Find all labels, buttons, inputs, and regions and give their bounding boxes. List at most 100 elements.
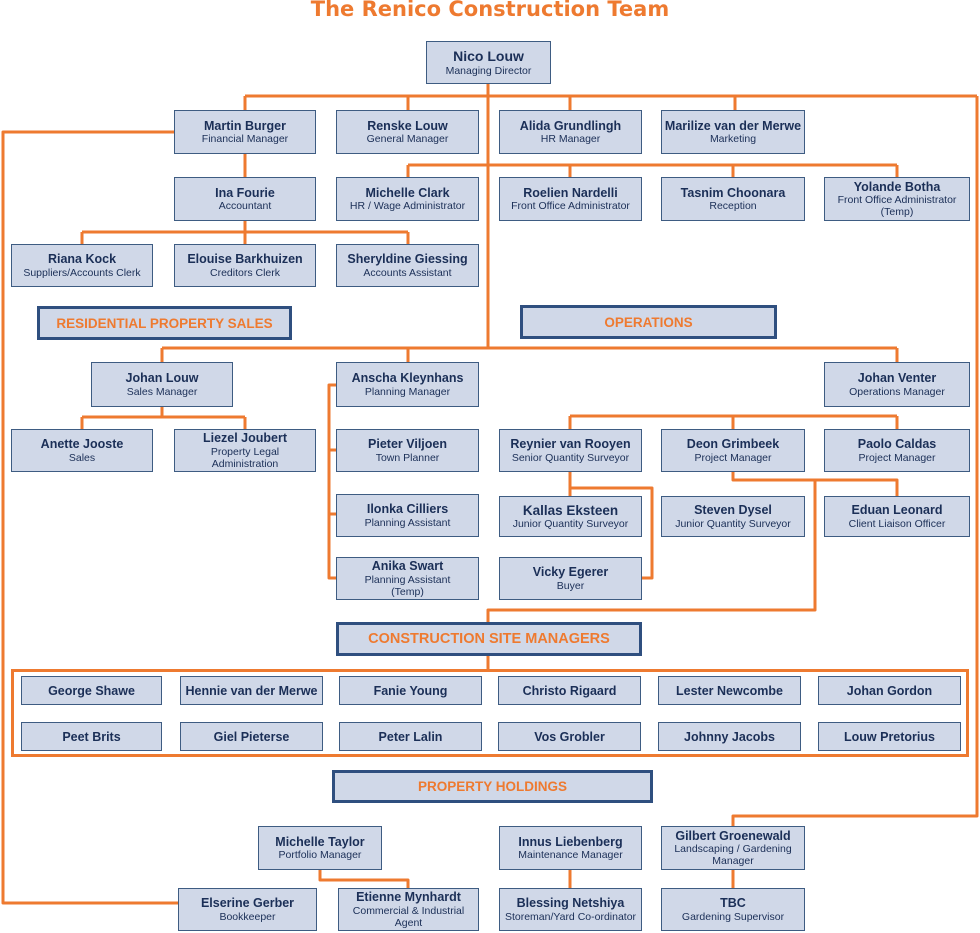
node-name: Pieter Viljoen [368, 437, 447, 452]
node-name: Innus Liebenberg [518, 834, 623, 849]
node-elserine-gerber: Elserine Gerber Bookkeeper [178, 888, 317, 931]
node-role: Sales [68, 451, 96, 464]
node-vicky-egerer: Vicky Egerer Buyer [499, 557, 642, 600]
site-manager: Louw Pretorius [818, 722, 961, 751]
node-johan-venter: Johan Venter Operations Manager [824, 362, 970, 407]
node-role: Front Office Administrator [511, 200, 630, 213]
site-manager: Hennie van der Merwe [180, 676, 323, 705]
node-role: Marketing [709, 133, 757, 146]
chart-title: The Renico Construction Team [310, 0, 670, 21]
node-martin-burger: Martin Burger Financial Manager [174, 110, 316, 154]
node-name: Anscha Kleynhans [351, 371, 464, 386]
node-role: Town Planner [375, 451, 440, 464]
node-name: Marilize van der Merwe [664, 118, 802, 133]
node-role: Planning Assistant [364, 516, 451, 529]
site-manager: George Shawe [21, 676, 162, 705]
node-name: Vicky Egerer [532, 565, 609, 580]
node-riana-kock: Riana Kock Suppliers/Accounts Clerk [11, 244, 153, 287]
node-role: Managing Director [445, 64, 532, 77]
node-tbc: TBC Gardening Supervisor [661, 888, 805, 931]
node-reynier-van-rooyen: Reynier van Rooyen Senior Quantity Surve… [499, 429, 642, 472]
site-manager: Giel Pieterse [180, 722, 323, 751]
node-name: Anika Swart [371, 559, 444, 574]
node-name: Anette Jooste [40, 437, 124, 452]
node-name: Sheryldine Giessing [347, 252, 468, 267]
node-role: Suppliers/Accounts Clerk [23, 266, 141, 279]
node-tasnim-choonara: Tasnim Choonara Reception [661, 177, 805, 221]
node-role: Planning Assistant (Temp) [364, 573, 451, 598]
site-manager: Vos Grobler [498, 722, 641, 751]
node-pieter-viljoen: Pieter Viljoen Town Planner [336, 429, 479, 472]
node-name: Ilonka Cilliers [366, 502, 449, 517]
node-sheryldine-giessing: Sheryldine Giessing Accounts Assistant [336, 244, 479, 287]
node-name: Eduan Leonard [851, 503, 943, 518]
node-role: Junior Quantity Surveyor [675, 517, 791, 530]
node-anette-jooste: Anette Jooste Sales [11, 429, 153, 472]
site-managers-frame [11, 669, 969, 757]
node-name: Kallas Eksteen [522, 502, 619, 518]
site-manager: Fanie Young [339, 676, 482, 705]
node-role: Reception [709, 200, 757, 213]
node-yolande-botha: Yolande Botha Front Office Administrator… [824, 177, 970, 221]
node-anika-swart: Anika Swart Planning Assistant (Temp) [336, 557, 479, 600]
site-manager: Lester Newcombe [658, 676, 801, 705]
node-role: HR / Wage Administrator [349, 200, 466, 213]
node-ilonka-cilliers: Ilonka Cilliers Planning Assistant [336, 494, 479, 537]
section-property-holdings: PROPERTY HOLDINGS [332, 770, 653, 803]
node-name: Johan Venter [857, 371, 937, 386]
section-residential-property-sales: RESIDENTIAL PROPERTY SALES [37, 306, 292, 340]
node-name: TBC [720, 896, 746, 911]
node-name: Tasnim Choonara [680, 185, 786, 200]
node-eduan-leonard: Eduan Leonard Client Liaison Officer [824, 496, 970, 537]
node-anscha-kleynhans: Anscha Kleynhans Planning Manager [336, 362, 479, 407]
node-name: Riana Kock [47, 252, 117, 267]
node-johan-louw: Johan Louw Sales Manager [91, 362, 233, 407]
node-role: Accountant [218, 200, 272, 213]
node-name: Yolande Botha [853, 179, 941, 194]
node-role: Junior Quantity Surveyor [512, 518, 629, 531]
node-role: Accounts Assistant [363, 266, 452, 279]
node-alida-grundlingh: Alida Grundlingh HR Manager [499, 110, 642, 154]
node-name: Johan Louw [125, 371, 199, 386]
node-name: Martin Burger [204, 118, 286, 133]
node-name: Steven Dysel [694, 503, 772, 518]
node-etienne-mynhardt: Etienne Mynhardt Commercial & Industrial… [338, 888, 479, 931]
node-name: Elserine Gerber [200, 896, 295, 911]
node-michelle-clark: Michelle Clark HR / Wage Administrator [336, 177, 479, 221]
node-role: Sales Manager [126, 385, 198, 398]
node-name: Paolo Caldas [857, 437, 937, 452]
node-role: HR Manager [540, 133, 601, 146]
node-role: Operations Manager [849, 385, 945, 398]
site-manager: Johnny Jacobs [658, 722, 801, 751]
node-role: Project Manager [694, 451, 772, 464]
node-renske-louw: Renske Louw General Manager [336, 110, 479, 154]
node-role: Front Office Administrator (Temp) [837, 194, 957, 219]
node-name: Reynier van Rooyen [510, 437, 631, 452]
node-role: General Manager [366, 133, 449, 146]
node-role: Commercial & Industrial Agent [352, 904, 465, 929]
node-role: Creditors Clerk [209, 266, 280, 279]
node-role: Storeman/Yard Co-ordinator [504, 910, 637, 923]
node-role: Buyer [556, 579, 585, 592]
node-name: Michelle Clark [365, 185, 450, 200]
node-role: Gardening Supervisor [681, 910, 785, 923]
node-name: Gilbert Groenewald [675, 828, 791, 843]
site-manager: Christo Rigaard [498, 676, 641, 705]
node-liezel-joubert: Liezel Joubert Property Legal Administra… [174, 429, 316, 472]
node-role: Financial Manager [201, 133, 289, 146]
node-kallas-eksteen: Kallas Eksteen Junior Quantity Surveyor [499, 496, 642, 537]
node-name: Nico Louw [453, 48, 524, 65]
node-role: Property Legal Administration [210, 445, 280, 470]
node-paolo-caldas: Paolo Caldas Project Manager [824, 429, 970, 472]
node-role: Senior Quantity Surveyor [511, 451, 630, 464]
node-ina-fourie: Ina Fourie Accountant [174, 177, 316, 221]
node-gilbert-groenewald: Gilbert Groenewald Landscaping / Gardeni… [661, 826, 805, 870]
node-roelien-nardelli: Roelien Nardelli Front Office Administra… [499, 177, 642, 221]
node-innus-liebenberg: Innus Liebenberg Maintenance Manager [499, 826, 642, 870]
node-role: Client Liaison Officer [848, 517, 946, 530]
node-name: Michelle Taylor [275, 834, 365, 849]
site-manager: Johan Gordon [818, 676, 961, 705]
node-steven-dysel: Steven Dysel Junior Quantity Surveyor [661, 496, 805, 537]
site-manager: Peter Lalin [339, 722, 482, 751]
